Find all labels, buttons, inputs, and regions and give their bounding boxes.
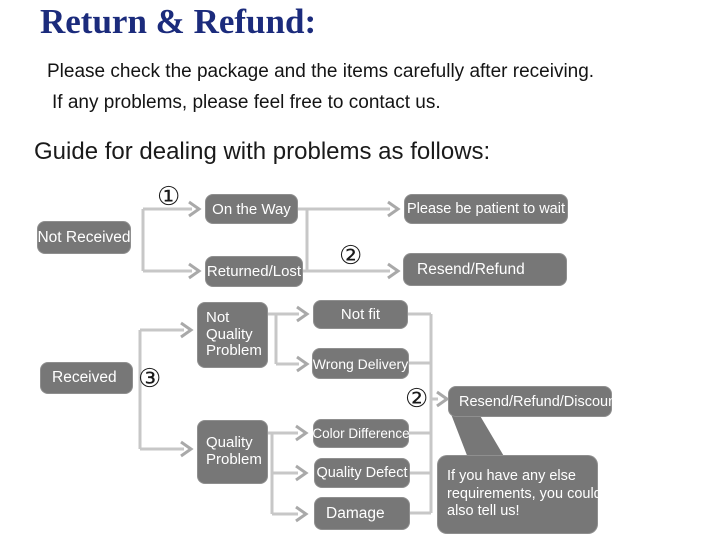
page-title: Return & Refund:	[40, 2, 317, 41]
node-please-be-patient: Please be patient to wait	[404, 194, 568, 224]
node-wrong-delivery: Wrong Delivery	[312, 348, 409, 379]
note-speech-bubble: If you have any else requirements, you c…	[437, 455, 602, 534]
bubble-line: requirements, you could	[447, 485, 602, 502]
intro-line-1: Please check the package and the items c…	[47, 61, 595, 82]
collector-right	[408, 312, 450, 515]
bubble-line: If you have any else	[447, 468, 576, 485]
intro-line-2: If any problems, please feel free to con…	[52, 92, 441, 113]
node-resend-refund: Resend/Refund	[403, 253, 567, 286]
branch-not-received	[141, 200, 202, 280]
branch-quality	[268, 424, 309, 523]
branch-received	[138, 321, 194, 458]
node-not-fit: Not fit	[313, 300, 408, 329]
circled-number-2-badge: ②	[405, 384, 429, 414]
node-quality-problem: Quality Problem	[197, 420, 268, 484]
node-not-quality-problem: Not Quality Problem	[197, 302, 268, 368]
node-color-difference: Color Difference	[312, 419, 410, 448]
node-damage: Damage	[314, 497, 410, 530]
node-line: Problem	[206, 451, 262, 468]
branch-not-quality	[268, 305, 310, 373]
bubble-line: also tell us!	[447, 503, 520, 520]
node-quality-defect: Quality Defect	[314, 458, 410, 488]
circled-number-3-badge: ③	[138, 364, 162, 394]
node-line: Problem	[206, 342, 262, 360]
node-line: Quality	[206, 434, 253, 452]
guide-heading: Guide for dealing with problems as follo…	[34, 138, 491, 165]
node-returned-lost: Returned/Lost	[205, 256, 303, 287]
node-line: Not	[206, 308, 230, 326]
branch-row1-results	[298, 200, 401, 280]
circled-number-2-badge: ②	[339, 241, 363, 271]
node-on-the-way: On the Way	[205, 194, 298, 224]
node-not-received: Not Received	[37, 221, 131, 254]
node-received: Received	[40, 362, 133, 394]
bubble-tail	[451, 414, 505, 458]
node-resend-refund-discount: Resend/Refund/Discount	[448, 386, 620, 417]
circled-number-1-badge: ①	[157, 182, 181, 212]
node-line: Quality	[206, 325, 253, 343]
